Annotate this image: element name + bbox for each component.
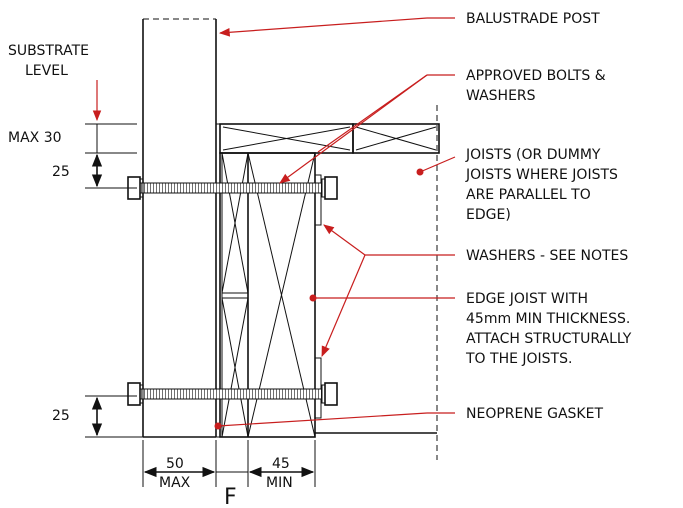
joist-top	[219, 105, 440, 460]
substrate-label-line2: LEVEL	[25, 63, 68, 79]
dimension-bottom25: 25	[52, 395, 143, 438]
dimension-width50-note: MAX	[159, 475, 191, 491]
balustrade-post	[142, 18, 217, 438]
bolt-bottom	[127, 382, 338, 406]
label-joists-line2: JOISTS WHERE JOISTS	[465, 167, 618, 183]
dimension-max30: MAX 30	[8, 123, 137, 154]
label-joists-line4: EDGE)	[466, 207, 511, 223]
callout-balustrade-post: BALUSTRADE POST	[218, 11, 600, 37]
label-edge-line2: 45mm MIN THICKNESS.	[466, 311, 630, 327]
dimension-top25: 25	[52, 153, 137, 189]
label-edge-line3: ATTACH STRUCTURALLY	[466, 331, 632, 347]
label-washers: WASHERS - SEE NOTES	[466, 248, 628, 264]
washer-plates	[314, 174, 322, 419]
dimension-top25-label: 25	[52, 164, 70, 180]
callout-joists: JOISTS (OR DUMMY JOISTS WHERE JOISTS ARE…	[416, 147, 618, 223]
substrate-label-line1: SUBSTRATE	[8, 43, 89, 59]
figure-label: F	[224, 485, 237, 508]
callout-bolts: APPROVED BOLTS & WASHERS	[279, 68, 606, 184]
dimension-max30-label: MAX 30	[8, 130, 62, 146]
label-joists-line3: ARE PARALLEL TO	[466, 187, 591, 203]
substrate-level: SUBSTRATE LEVEL	[8, 43, 102, 122]
label-edge-line1: EDGE JOIST WITH	[466, 291, 588, 307]
dimension-width50-label: 50	[166, 456, 184, 472]
callout-edge-joist: EDGE JOIST WITH 45mm MIN THICKNESS. ATTA…	[309, 291, 632, 367]
label-edge-line4: TO THE JOISTS.	[465, 351, 572, 367]
dimension-width45-label: 45	[272, 456, 290, 472]
callout-gasket: NEOPRENE GASKET	[214, 406, 603, 430]
label-gasket: NEOPRENE GASKET	[466, 406, 603, 422]
label-balustrade-post: BALUSTRADE POST	[466, 11, 600, 27]
dimension-width45-note: MIN	[266, 475, 293, 491]
label-joists-line1: JOISTS (OR DUMMY	[465, 147, 601, 163]
callout-washers: WASHERS - SEE NOTES	[321, 224, 628, 357]
label-bolts-line2: WASHERS	[466, 88, 536, 104]
dimension-bottom25-label: 25	[52, 408, 70, 424]
bolt-top	[127, 176, 338, 200]
dimension-bottom-widths: 50 MAX 45 MIN F	[142, 440, 316, 508]
label-bolts-line1: APPROVED BOLTS &	[466, 68, 606, 84]
